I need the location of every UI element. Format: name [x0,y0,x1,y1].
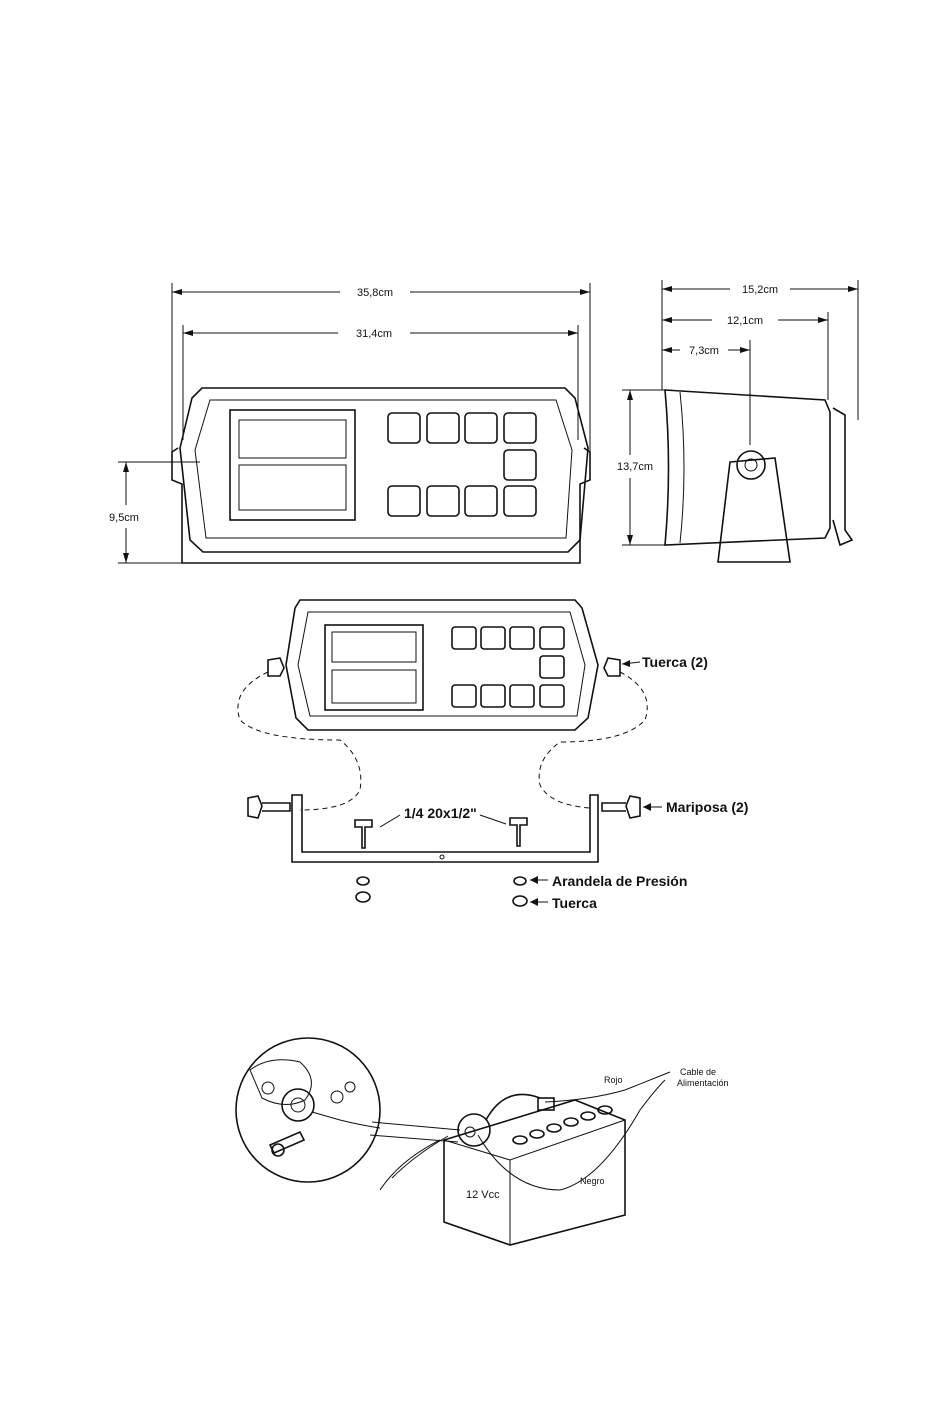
battery-cell-caps [513,1106,612,1144]
battery-view: Rojo Cable de Alimentación Negro 12 Vcc [236,1038,729,1245]
nut-top-label: Tuerca (2) [642,654,708,670]
left-nut-icon [268,658,284,676]
front-view: 35,8cm 31,4cm 9,5cm [109,283,590,563]
left-bottom-nut-icon [356,892,370,902]
side-bracket-arm [718,458,790,562]
side-pivot-knob [737,451,765,479]
nut-bottom-label: Tuerca [552,895,597,911]
power-cable-label: Cable de Alimentación [677,1067,729,1088]
left-wing-nut-icon [248,796,290,818]
right-lock-washer-icon [514,877,526,885]
detail-wire [312,1112,380,1128]
right-nut-icon [604,658,620,676]
detail-clamp-body [250,1060,311,1105]
pivot-depth-label: 7,3cm [689,345,719,357]
screw-spec-label: 1/4 20x1/2" [404,805,477,821]
loose-wire-1 [380,1140,440,1190]
detail-nut [345,1082,355,1092]
mount-display-bottom [332,670,416,703]
terminal-highlight-circle [458,1114,490,1146]
mount-display-top [332,632,416,662]
wing-nut-label: Mariposa (2) [666,799,748,815]
dimension-body-depth: 12,1cm [662,312,828,400]
body-depth-label: 12,1cm [727,315,763,327]
right-bottom-nut-icon [513,896,527,906]
mount-display-frame [325,625,423,710]
left-assembly-path [238,672,361,810]
side-housing [665,390,830,545]
side-view: 15,2cm 12,1cm 7,3cm 13,7cm [617,280,858,562]
terminal-detail-circle [236,1038,380,1182]
lock-washer-label: Arandela de Presión [552,873,687,889]
left-lock-washer-icon [357,877,369,885]
mount-keypad [452,627,564,707]
red-label: Rojo [604,1075,623,1085]
battery-top-edge [444,1120,625,1160]
red-cable [486,1094,540,1120]
right-screw-icon [510,818,527,846]
detail-ring-hole [291,1098,305,1112]
detail-bolt [270,1132,304,1153]
voltage-label: 12 Vcc [466,1189,500,1201]
front-keypad [388,413,536,516]
dimension-height: 13,7cm [617,390,672,545]
mount-height-label: 9,5cm [109,512,139,524]
overall-width-label: 35,8cm [357,287,393,299]
front-display-top [239,420,346,458]
u-bracket-hole [440,855,444,859]
side-rear-clip [833,408,852,545]
loose-wire-2 [392,1136,448,1178]
black-label: Negro [580,1176,605,1186]
detail-washer-b [331,1091,343,1103]
inner-width-label: 31,4cm [356,328,392,340]
left-screw-icon [355,820,372,848]
front-display-bottom [239,465,346,510]
black-cable-run [478,1080,665,1190]
battery-body [444,1100,625,1245]
detail-washer-a [262,1082,274,1094]
right-wing-nut-icon [602,796,640,818]
height-label: 13,7cm [617,461,653,473]
mounting-view: Tuerca (2) Mariposa (2) 1/4 20x1/2" Aran… [238,600,749,911]
overall-depth-label: 15,2cm [742,284,778,296]
side-bezel-line [680,392,684,543]
